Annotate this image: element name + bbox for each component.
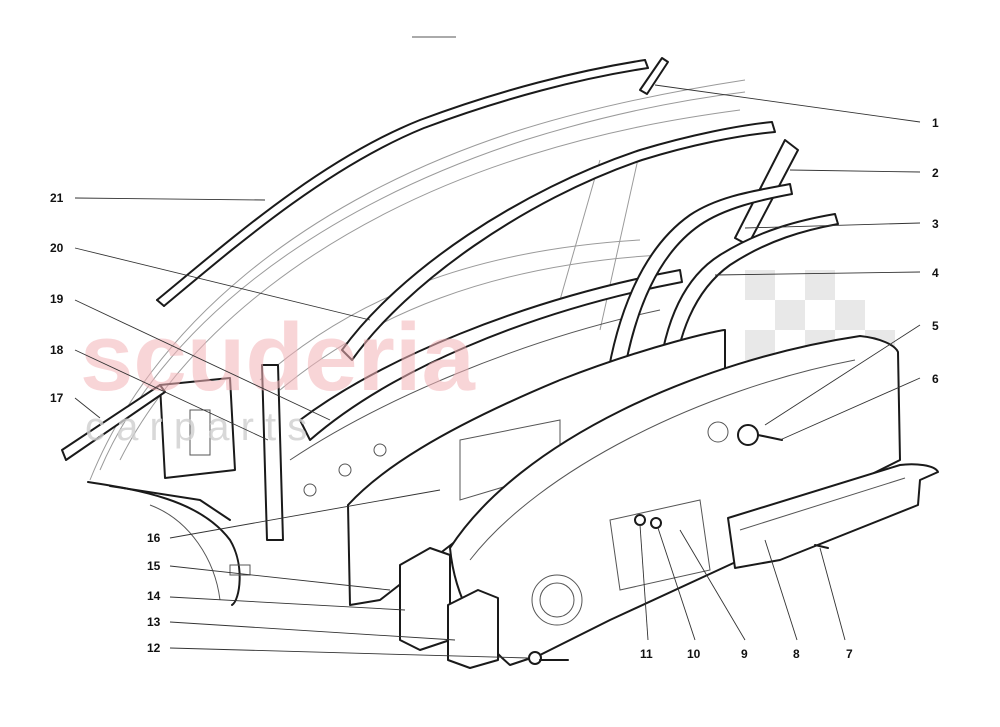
callout-5: 5 [932, 319, 939, 333]
callout-13: 13 [147, 615, 161, 629]
part-6-knob [737, 424, 783, 446]
part-4-frame-channel [656, 213, 839, 395]
body-shell [87, 377, 251, 606]
callout-2: 2 [932, 166, 939, 180]
callout-4: 4 [932, 266, 939, 280]
callout-12: 12 [147, 641, 161, 655]
part-15-block [399, 547, 451, 651]
callout-16: 16 [147, 531, 161, 545]
callout-15: 15 [147, 559, 161, 573]
callout-1: 1 [932, 116, 939, 130]
part-1-corner-strip [639, 57, 669, 95]
window-glass-outline [89, 79, 746, 481]
callout-21: 21 [50, 191, 64, 205]
callout-18: 18 [50, 343, 64, 357]
part-3-frame-channel [604, 183, 793, 399]
part-21-roof-strip [156, 59, 649, 307]
callout-3: 3 [932, 217, 939, 231]
part-13-block [447, 589, 499, 669]
callout-17: 17 [50, 391, 64, 405]
callout-11: 11 [640, 647, 653, 661]
callout-6: 6 [932, 372, 939, 386]
callout-7: 7 [846, 647, 853, 661]
fasteners [528, 514, 829, 665]
part-20-window-channel [341, 121, 776, 361]
leader-lines [74, 84, 921, 659]
callout-10: 10 [687, 647, 701, 661]
watermark-brand: scuderia [80, 304, 475, 411]
watermark-subtitle: c a r p a r t s [85, 405, 307, 449]
callout-20: 20 [50, 241, 64, 255]
callout-19: 19 [50, 292, 64, 306]
part-18-pillar-strip [261, 364, 284, 541]
callout-8: 8 [793, 647, 800, 661]
callout-14: 14 [147, 589, 161, 603]
callout-labels: 1 2 3 4 5 6 7 8 9 10 11 12 13 14 15 16 1… [50, 116, 939, 661]
part-8-door-pocket [727, 463, 939, 569]
callout-9: 9 [741, 647, 748, 661]
